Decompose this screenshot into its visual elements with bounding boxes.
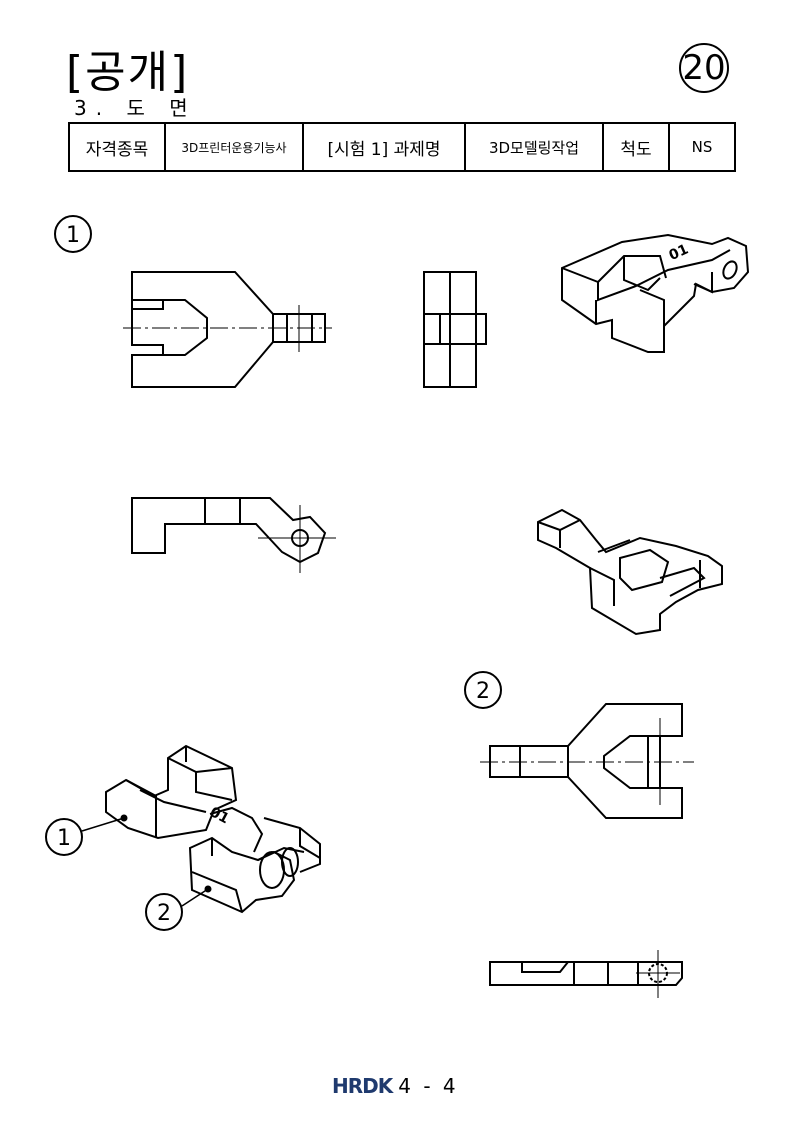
part2-bubble <box>464 671 502 709</box>
sheet-number-circle <box>679 43 729 93</box>
task-label: [시험 1] 과제명 <box>302 122 466 172</box>
assembly-leader-1 <box>45 814 128 856</box>
assembly-isometric <box>105 744 321 914</box>
assembly-engraving: 01 <box>207 804 232 827</box>
assembly-leader-2 <box>145 885 212 931</box>
part1-engraving: 01 <box>667 241 691 264</box>
qualification-value: 3D프린터운용기능사 <box>164 122 304 172</box>
part1-side-view <box>423 271 487 388</box>
qualification-label: 자격종목 <box>68 122 166 172</box>
part1-isometric-2 <box>537 508 723 636</box>
hrdk-logo: HRDK <box>332 1074 393 1098</box>
part2-front-view <box>480 703 694 819</box>
part1-isometric <box>561 233 750 353</box>
section-heading: 3. 도 면 <box>74 96 197 120</box>
part1-front-view <box>123 271 332 388</box>
part1-top-view <box>131 497 336 573</box>
info-table: 자격종목 3D프린터운용기능사 [시험 1] 과제명 3D모델링작업 척도 NS <box>68 122 736 172</box>
task-value: 3D모델링작업 <box>464 122 604 172</box>
sheet-number: 20 <box>682 48 726 88</box>
scale-label: 척도 <box>602 122 670 172</box>
page-number: 4 - 4 <box>398 1074 459 1098</box>
part2-bubble-label: 2 <box>476 679 490 704</box>
sheet-number-badge: 20 <box>678 42 730 94</box>
assembly-label-2: 2 <box>157 901 171 926</box>
scale-value: NS <box>668 122 736 172</box>
part2-top-view <box>489 950 683 998</box>
assembly-label-1: 1 <box>57 826 71 851</box>
page-title: [공개] <box>66 47 190 98</box>
part1-bubble-label: 1 <box>66 223 80 248</box>
part1-bubble <box>54 215 92 253</box>
